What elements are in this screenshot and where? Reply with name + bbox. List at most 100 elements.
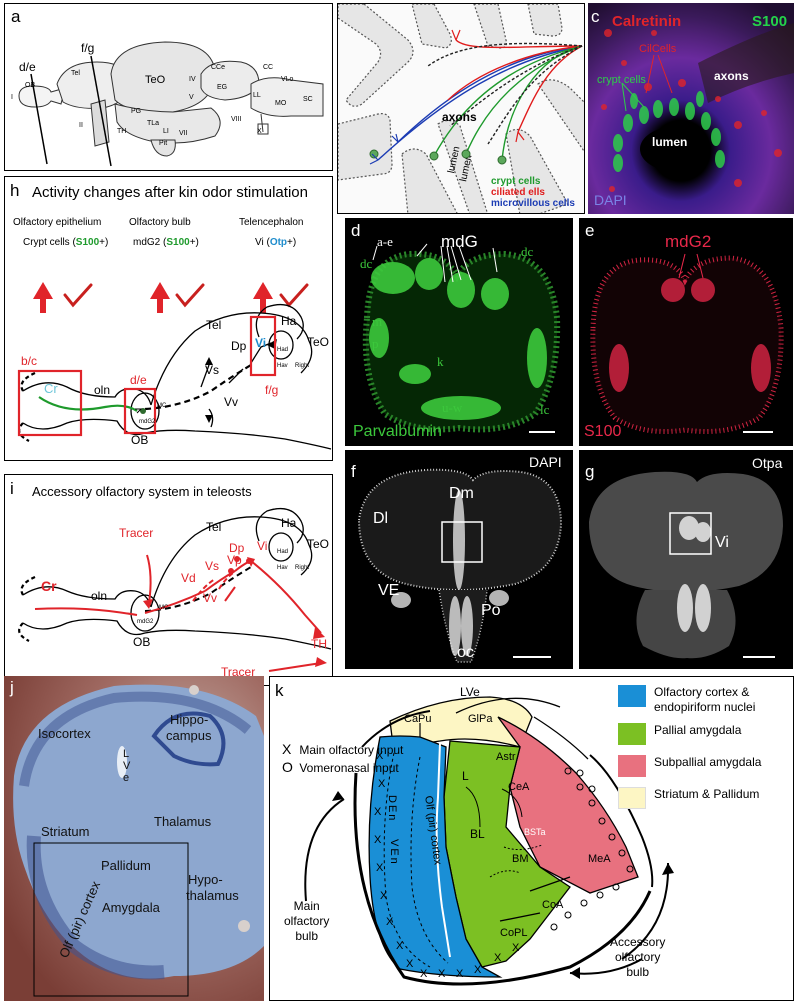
j-label-hippo2: campus	[166, 728, 212, 743]
i-schematic	[18, 507, 332, 672]
c-stain-calretinin: Calretinin	[612, 13, 682, 30]
c-label-dapi: DAPI	[594, 192, 627, 208]
h-col2-marker: S100	[166, 237, 190, 248]
k-region-capu: CaPu	[404, 713, 432, 725]
f-label-oc: oc	[457, 644, 474, 661]
a-region-viii: VIII	[231, 116, 242, 123]
h-checkmarks	[63, 283, 309, 308]
a-region-ll: LL	[253, 92, 261, 99]
cce-outline	[200, 60, 260, 101]
e-s100-section	[590, 253, 784, 434]
c-label-axons: axons	[714, 69, 749, 83]
panel-letter-f: f	[351, 462, 356, 481]
label-cut-de: d/e	[19, 60, 36, 74]
a-region-iv: IV	[189, 76, 196, 83]
i-label-vp: Vp	[227, 553, 242, 567]
k-key-main-symbol: X	[282, 741, 292, 757]
panel-e: e mdG2 S100	[579, 218, 793, 446]
k-region-bl: BL	[470, 827, 485, 841]
olfactory-epithelium-schematic: lumen	[338, 4, 584, 213]
d-label-dc-left: dc	[360, 256, 373, 271]
a-region-ob: OB	[25, 82, 36, 89]
d-stain: Parvalbumin	[353, 423, 442, 440]
a-region-cc: CC	[263, 64, 274, 71]
i-label-tracer2: Tracer	[221, 665, 256, 679]
svg-text:X: X	[494, 952, 502, 964]
c-label-crypt: crypt cells	[597, 74, 646, 86]
f-label-dm: Dm	[449, 485, 474, 502]
h-label-ob: OB	[131, 433, 149, 447]
optic-nerve	[90, 99, 110, 147]
h-label-fg: f/g	[265, 383, 279, 397]
f-label-po: Po	[481, 602, 501, 619]
f-label-ve: VE	[378, 582, 400, 599]
d-label-dc-right: dc	[521, 244, 534, 259]
a-region-tel: Tel	[71, 70, 80, 77]
a-region-v: V	[189, 94, 194, 101]
svg-text:X: X	[438, 968, 446, 980]
d-label-ae: a-e	[377, 234, 393, 249]
h-column-bulb: Olfactory bulb mdG2 (S100+)	[129, 217, 229, 248]
k-accessory-bulb-label: Accessory olfactory bulb	[610, 935, 666, 979]
h-col3-marker: Otp	[269, 237, 288, 248]
h-column-telencephalon: Telencephalon Vi (Otp+)	[239, 217, 331, 248]
i-label-ob: OB	[133, 635, 151, 649]
ventral-outline	[114, 103, 221, 144]
svg-text:X: X	[396, 940, 404, 952]
i-label-dp: Dp	[229, 541, 245, 555]
svg-text:X: X	[456, 968, 464, 980]
panel-i: i Accessory olfactory system in teleosts	[4, 474, 333, 686]
cut-line-de	[30, 73, 48, 165]
i-label-oln: oln	[91, 589, 108, 603]
j-label-lve-e: e	[123, 772, 130, 784]
svg-text:X: X	[406, 958, 414, 970]
f-dapi-section	[357, 468, 563, 663]
svg-text:X: X	[374, 834, 382, 846]
k-legend-swatch	[618, 787, 646, 809]
g-otpa-section	[589, 471, 783, 659]
panel-letter-k: k	[275, 681, 284, 700]
svg-text:X: X	[374, 806, 382, 818]
svg-text:X: X	[474, 964, 482, 976]
j-label-hypo2: thalamus	[186, 888, 239, 903]
k-region-glpa: GlPa	[468, 713, 493, 725]
svg-text:X: X	[376, 750, 384, 762]
k-region-cea: CeA	[508, 781, 530, 793]
b-legend: crypt cells ciliated ells microvillous c…	[491, 176, 575, 209]
k-main-bulb-label: Main olfactory bulb	[284, 899, 330, 943]
panel-h: h Activity changes after kin odor stimul…	[4, 176, 333, 461]
j-label-hippo1: Hippo-	[170, 712, 209, 727]
h-col1-marker: S100	[75, 237, 100, 248]
a-region-i: I	[11, 94, 13, 101]
h-label-vs: Vs	[205, 363, 220, 377]
d-label-m: m	[372, 314, 383, 329]
k-key-vom-label: Vomeronasal input	[299, 761, 399, 775]
j-label-lve-v: V	[123, 760, 131, 772]
f-label-dl: Dl	[373, 510, 389, 527]
g-label-vi: Vi	[715, 534, 729, 551]
panel-letter-g: g	[585, 462, 595, 481]
k-region-mea: MeA	[588, 853, 611, 865]
panel-b: b lumen	[337, 3, 585, 214]
k-key-main: X Main olfactory input	[282, 741, 403, 759]
k-region-ven: VEn	[388, 839, 400, 866]
j-label-pallidum: Pallidum	[101, 858, 151, 873]
k-legend-swatch	[618, 685, 646, 707]
h-title: Activity changes after kin odor stimulat…	[32, 184, 308, 201]
label-cut-fg: f/g	[81, 41, 95, 55]
k-region-astr: Astr	[496, 751, 516, 763]
i-label-hav: Hav	[277, 565, 288, 571]
k-input-key: X Main olfactory input O Vomeronasal inp…	[282, 741, 403, 777]
a-region-pg: PG	[131, 108, 142, 115]
panel-letter-a: a	[11, 7, 21, 26]
h-label-cr: Cr	[44, 381, 58, 396]
i-label-tel: Tel	[206, 520, 222, 534]
k-legend-item: Olfactory cortex &endopiriform nuclei	[618, 685, 793, 715]
panel-j: j Isocortex Hippo- campus L V e Striatum…	[4, 676, 264, 1001]
d-label-p: p	[372, 336, 379, 351]
a-region-ii: II	[79, 122, 83, 129]
panel-letter-c: c	[591, 7, 600, 26]
j-label-thalamus: Thalamus	[154, 814, 212, 829]
